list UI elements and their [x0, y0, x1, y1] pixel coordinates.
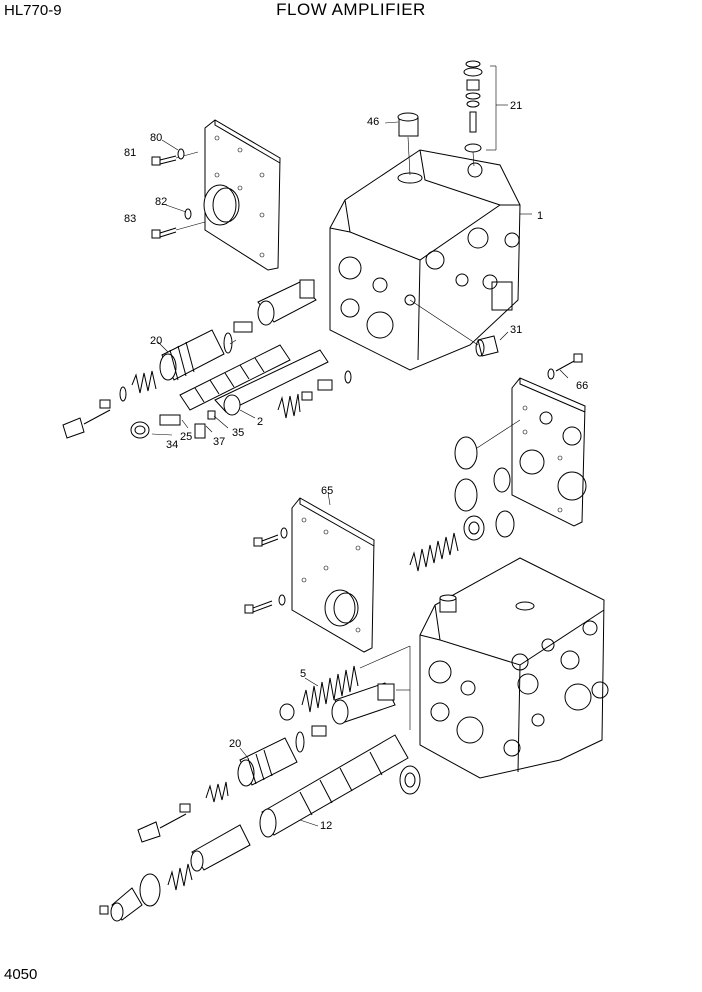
relief-assembly-21 — [463, 60, 508, 167]
sleeve-lower — [331, 646, 411, 730]
spool-12 — [259, 734, 409, 838]
cover-plate-upper — [203, 119, 281, 271]
orings-66 — [454, 419, 521, 538]
callout-66: 66 — [576, 380, 588, 392]
callout-21: 21 — [510, 100, 522, 112]
callout-1: 1 — [537, 210, 543, 222]
callout-65: 65 — [321, 485, 333, 497]
sleeve-upper — [257, 279, 317, 326]
piston-20-lower — [237, 725, 327, 787]
spring-mid — [409, 515, 485, 572]
washer-lower — [399, 765, 421, 795]
callout-31: 31 — [510, 324, 522, 336]
callout-81: 81 — [124, 147, 136, 159]
springs-upper — [131, 370, 301, 419]
page-number: 4050 — [4, 966, 38, 983]
callout-25: 25 — [180, 431, 192, 443]
spool-upper-long — [179, 344, 329, 416]
callout-35: 35 — [232, 427, 244, 439]
callout-34: 34 — [166, 439, 178, 451]
bolt-83 — [151, 221, 206, 239]
callout-82: 82 — [155, 196, 167, 208]
washer-80 — [177, 148, 185, 160]
model-code: HL770-9 — [4, 2, 62, 19]
callout-80: 80 — [150, 132, 162, 144]
callout-20-lower: 20 — [229, 738, 241, 750]
callout-37: 37 — [213, 436, 225, 448]
small-parts-lower — [99, 781, 251, 922]
piston-20-upper — [159, 329, 225, 381]
leader-lines-upper — [151, 121, 399, 436]
bolt-66 — [547, 353, 583, 380]
small-parts-upper — [62, 321, 333, 439]
callout-5: 5 — [300, 668, 306, 680]
callout-83: 83 — [124, 213, 136, 225]
valve-body-upper — [329, 149, 521, 371]
cover-plate-66 — [511, 377, 587, 527]
callout-12: 12 — [320, 820, 332, 832]
callout-46: 46 — [367, 116, 379, 128]
valve-body-lower — [419, 557, 609, 779]
callout-20-upper: 20 — [150, 335, 162, 347]
bolts-65 — [244, 491, 331, 614]
washer-82 — [184, 208, 192, 220]
callout-2: 2 — [257, 416, 263, 428]
diagram-title: FLOW AMPLIFIER — [276, 0, 426, 19]
spring-5 — [279, 645, 411, 721]
plug-46 — [397, 112, 419, 176]
plug-31 — [409, 299, 509, 357]
cover-plate-65 — [291, 497, 375, 653]
bolt-81 — [151, 151, 199, 166]
